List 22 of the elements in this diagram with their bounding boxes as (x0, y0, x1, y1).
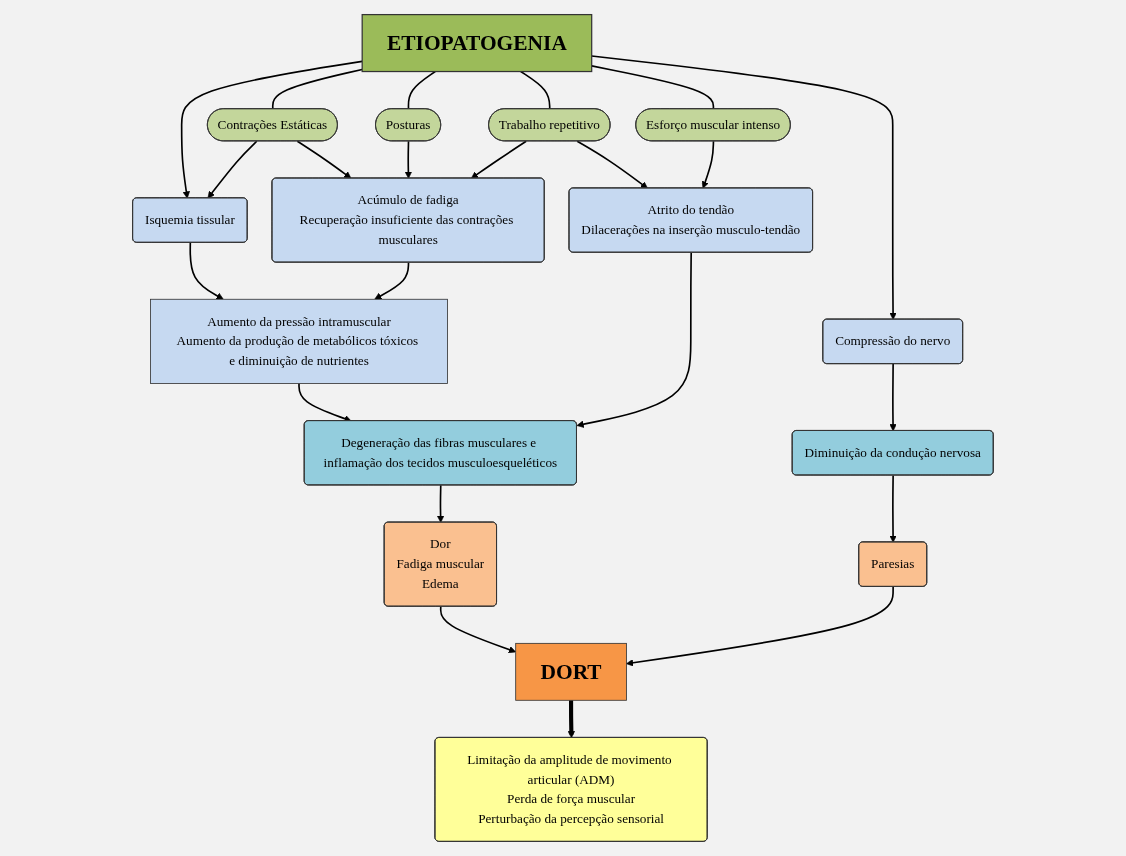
arrow (189, 241, 224, 300)
node-box: DORT (515, 642, 627, 701)
connector (407, 70, 437, 110)
arrow (471, 140, 528, 179)
node-box: Aumento da pressão intramuscular Aumento da produção de metabólicos tóxicos e diminuição de nutrientes (150, 298, 448, 384)
connector (520, 70, 551, 110)
arrow (439, 605, 517, 654)
arrow (576, 140, 648, 189)
arrow (701, 140, 715, 189)
arrow (567, 700, 576, 739)
arrow (437, 484, 445, 523)
arrow (207, 140, 258, 199)
arrow (889, 363, 897, 432)
arrow (889, 474, 897, 543)
connector (271, 68, 364, 110)
arrow (576, 251, 693, 428)
arrow (296, 140, 352, 179)
arrow (404, 140, 413, 179)
arrow (374, 261, 410, 300)
node-box: ETIOPATOGENIA (361, 14, 593, 73)
arrow (626, 586, 895, 667)
arrow (180, 60, 364, 199)
